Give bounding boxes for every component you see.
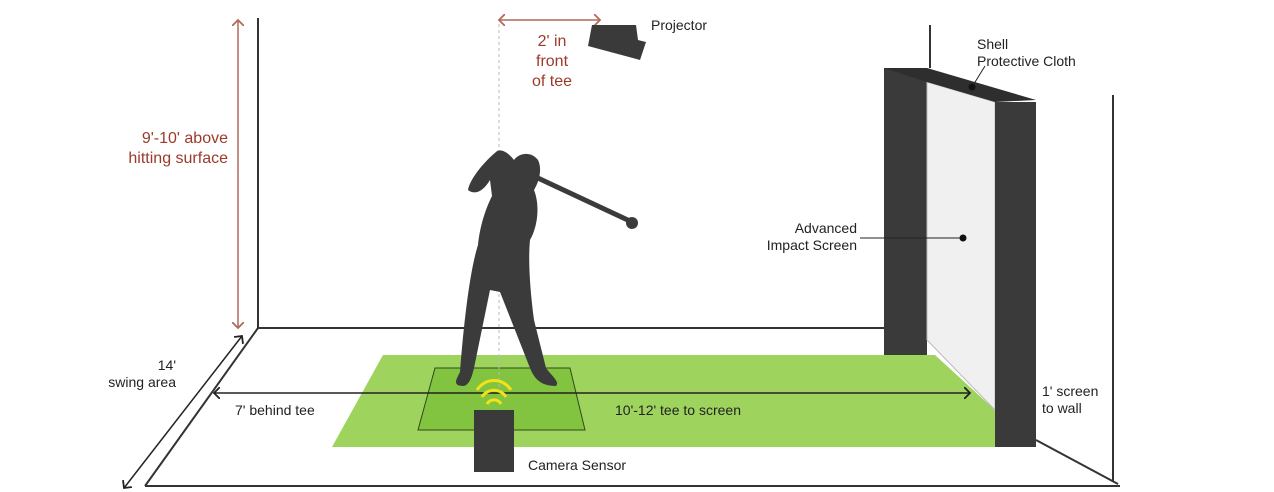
projector-label: Projector (651, 17, 708, 33)
shell-leader-line (971, 65, 986, 88)
golfer-silhouette-icon (456, 150, 638, 386)
width-line-1: 14' (157, 357, 176, 373)
width-line-2: swing area (108, 374, 176, 390)
screen-line-2: Impact Screen (766, 237, 857, 253)
height-label: 9'-10' above hitting surface (110, 129, 228, 169)
height-line-1: 9'-10' above (141, 130, 228, 147)
height-line-2: hitting surface (128, 150, 228, 167)
screen-to-wall-label: 1' screen to wall (1042, 383, 1098, 417)
projector-offset-label: 2' in front of tee (532, 32, 572, 92)
shell-label: Shell Protective Cloth (977, 36, 1076, 70)
projector-offset-line-2: front (536, 53, 569, 70)
shell-line-2: Protective Cloth (977, 53, 1076, 69)
shell-callout-dot (968, 83, 976, 91)
impact-screen-enclosure (884, 68, 1036, 447)
tee-to-screen-label: 10'-12' tee to screen (615, 402, 741, 418)
projector-offset-line-3: of tee (532, 73, 573, 90)
shell-line-1: Shell (977, 36, 1009, 52)
projector-icon (588, 25, 646, 60)
width-label: 14' swing area (92, 357, 176, 391)
camera-sensor-icon (474, 379, 514, 472)
behind-tee-label: 7' behind tee (235, 402, 315, 418)
screen-line-1: Advanced (794, 220, 857, 236)
impact-screen-label: Advanced Impact Screen (750, 220, 857, 254)
width-dimension-arrow (124, 336, 242, 488)
screen-wall-line-1: 1' screen (1042, 383, 1099, 399)
screen-wall-line-2: to wall (1042, 400, 1082, 416)
screen-callout-dot (959, 234, 967, 242)
camera-sensor-label: Camera Sensor (528, 457, 627, 473)
projector-offset-line-1: 2' in (537, 33, 567, 50)
